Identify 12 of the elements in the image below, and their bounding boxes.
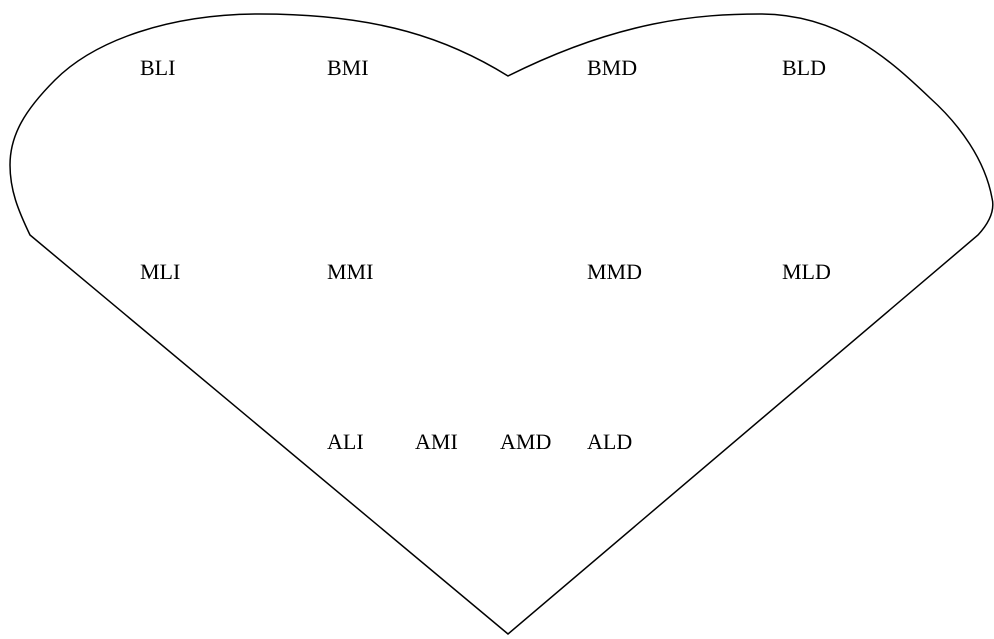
region-label: AMI: [415, 431, 458, 453]
region-label: MLI: [140, 261, 180, 283]
region-label: BMD: [587, 57, 638, 79]
region-label: MMI: [327, 261, 374, 283]
region-label: MLD: [782, 261, 831, 283]
region-label: BMI: [327, 57, 369, 79]
region-label: BLD: [782, 57, 826, 79]
region-label: AMD: [500, 431, 552, 453]
region-label: ALD: [587, 431, 632, 453]
region-label: MMD: [587, 261, 642, 283]
region-label: ALI: [327, 431, 364, 453]
region-label: BLI: [140, 57, 176, 79]
